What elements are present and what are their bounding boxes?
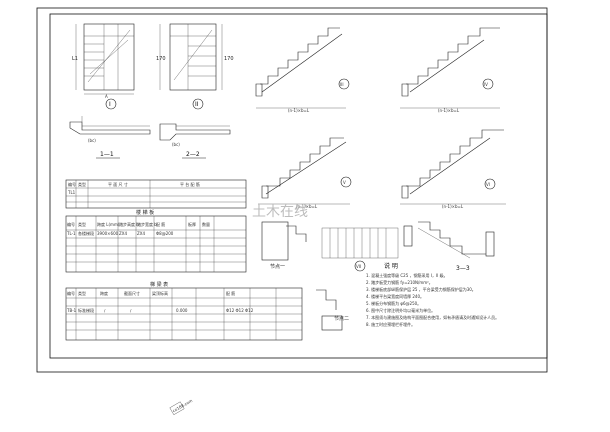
plan-view-1: L1 A I [72,23,135,110]
table-platform-slab: 编号 类型 平 面 尺 寸 平 台 配 筋 TL1 [65,179,247,209]
section-3-3: 3—3 [417,221,495,272]
note-item: 2. 踏步板受力钢筋 fy=210N/mm²。 [366,279,433,285]
stair3-span: (n-1)×b=L [288,108,310,113]
small-stamp: co188.com [169,398,194,415]
plan2-dim-right: 170 [224,56,234,62]
note-item: 8. 施工时应预埋栏杆埋件。 [366,321,415,327]
table3-cell: ∕ [130,308,132,313]
section-2-2: (bc) 2—2 [159,123,231,159]
detail7-label: VII [356,264,361,269]
plan1-dim-left: L1 [72,56,78,62]
stair5-label: V [343,180,346,185]
table2-cell: ZX4 [119,231,127,236]
table2-header: 板厚 [188,221,196,227]
stair-elevation-3: (n-1)×b=L III [255,27,350,113]
table-stair-beam: 梯 梁 表 编号 类型 跨度 截面尺寸 梁顶标高 配 筋 TB-1 标准梯段 ∕… [65,281,303,341]
table2-header: 编号 [67,221,75,227]
node1-label: 节点一 [270,264,285,270]
section2-label: 2—2 [186,151,200,158]
table3-header: 梁顶标高 [152,290,168,296]
plan-view-2: 170 170 II [156,23,234,110]
table3-header: 编号 [67,290,75,296]
note-item: 5. 梯板分布钢筋为 φ6@250。 [366,300,421,306]
table2-header: 踏步宽度 b [137,221,157,227]
table3-cell: Φ12 Φ12 Φ12 [226,308,254,313]
table3-header: 配 筋 [226,290,235,296]
section1-bottom-label: (bc) [88,138,96,143]
notes-title: 说 明 [384,262,398,270]
stair6-span: (n-1)×b=L [442,204,464,209]
table2-header: 跨度 L(mm) [97,221,120,227]
table3-header: 跨度 [100,290,108,296]
table2-cell: 3900×600 [97,231,119,236]
table2-header: 踏步高度 h [119,221,139,227]
table1-header: 平 面 尺 寸 [108,181,128,187]
table-stair-slab: 楼 梯 板 编号 类型 跨度 L(mm) 踏步高度 h 踏步宽度 b 板厚 配 … [65,209,247,273]
table1-header: 编号 [68,181,76,187]
section2-bottom-label: (bc) [172,142,180,147]
table2-cell: TL-1 [66,231,76,236]
stair-elevation-4: (n-1)×b=L IV [400,27,500,113]
table3-header: 截面尺寸 [124,290,140,296]
table1-cell: TL1 [67,190,76,195]
table3-cell: 标准梯段 [78,307,94,313]
table3-title: 梯 梁 表 [150,281,168,288]
watermark: 土木在线 [252,204,308,220]
section1-label: 1—1 [100,151,114,158]
notes-block: 说 明 1. 混凝土强度等级 C25 ，钢筋采用 I，II 级。 2. 踏步板受… [366,262,499,327]
stair4-span: (n-1)×b=L [438,108,460,113]
stair-elevation-6: (n-1)×b=L VI [400,129,506,209]
table3-header: 类型 [78,290,86,296]
table3-cell: 0.000 [176,308,188,313]
table2-header: 数量 [202,221,210,227]
table2-header: 配 筋 [156,221,165,227]
note-item: 4. 楼梯平台梁宽度同墙厚 240。 [366,293,424,299]
stair6-label: VI [486,182,490,187]
section-1-1: (bc) 1—1 [69,116,151,159]
plan1-label: I [109,101,111,108]
table2-cell: 各楼梯段 [78,230,94,236]
note-item: 3. 楼梯板底部纵筋保护层 25 ，平台梁受力钢筋保护层为30。 [366,286,476,292]
section33-label: 3—3 [456,265,470,272]
stamp-text: co188.com [172,398,194,413]
node-2: 节点二 [316,289,349,331]
stair5-span: (n-1)×b=L [296,204,318,209]
plan1-dim-bottom: A [105,94,108,99]
table2-cell: Φ8@200 [156,231,174,236]
stair4-label: IV [484,82,488,87]
plan2-dim-left: 170 [156,56,166,62]
table2-title: 楼 梯 板 [136,209,154,216]
sheet-frame [36,7,548,373]
stair3-label: III [340,82,344,87]
plan2-label: II [195,101,199,108]
note-item: 6. 图中尺寸除注明外均以毫米为单位。 [366,307,435,313]
note-item: 1. 混凝土强度等级 C25 ，钢筋采用 I，II 级。 [366,272,448,278]
table2-header: 类型 [78,221,86,227]
detail-7: VII 节点一 [261,221,413,272]
table1-header: 平 台 配 筋 [180,181,200,187]
stair-elevation-5: (n-1)×b=L V [258,137,352,209]
table3-cell: ∕ [104,308,106,313]
note-item: 7. 本图须与建施图及结构平面图配合使用，如有矛盾请及时通知设计人员。 [366,314,499,320]
table3-cell: TB-1 [66,308,77,313]
table2-cell: ZX4 [137,231,145,236]
table1-header: 类型 [78,181,86,187]
node2-label: 节点二 [334,316,349,322]
